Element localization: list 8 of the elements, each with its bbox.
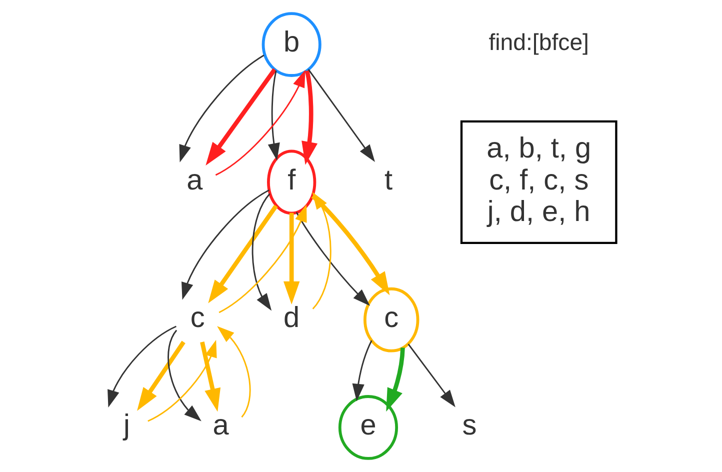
node-text: s xyxy=(462,410,477,442)
node-text: d xyxy=(284,302,300,334)
label: find:[bfce] xyxy=(488,29,589,56)
node-text: a xyxy=(186,164,203,196)
node-text: t xyxy=(384,164,392,196)
node-text: c xyxy=(190,302,205,334)
node-text: a xyxy=(212,410,229,442)
node-text: j xyxy=(124,410,130,442)
